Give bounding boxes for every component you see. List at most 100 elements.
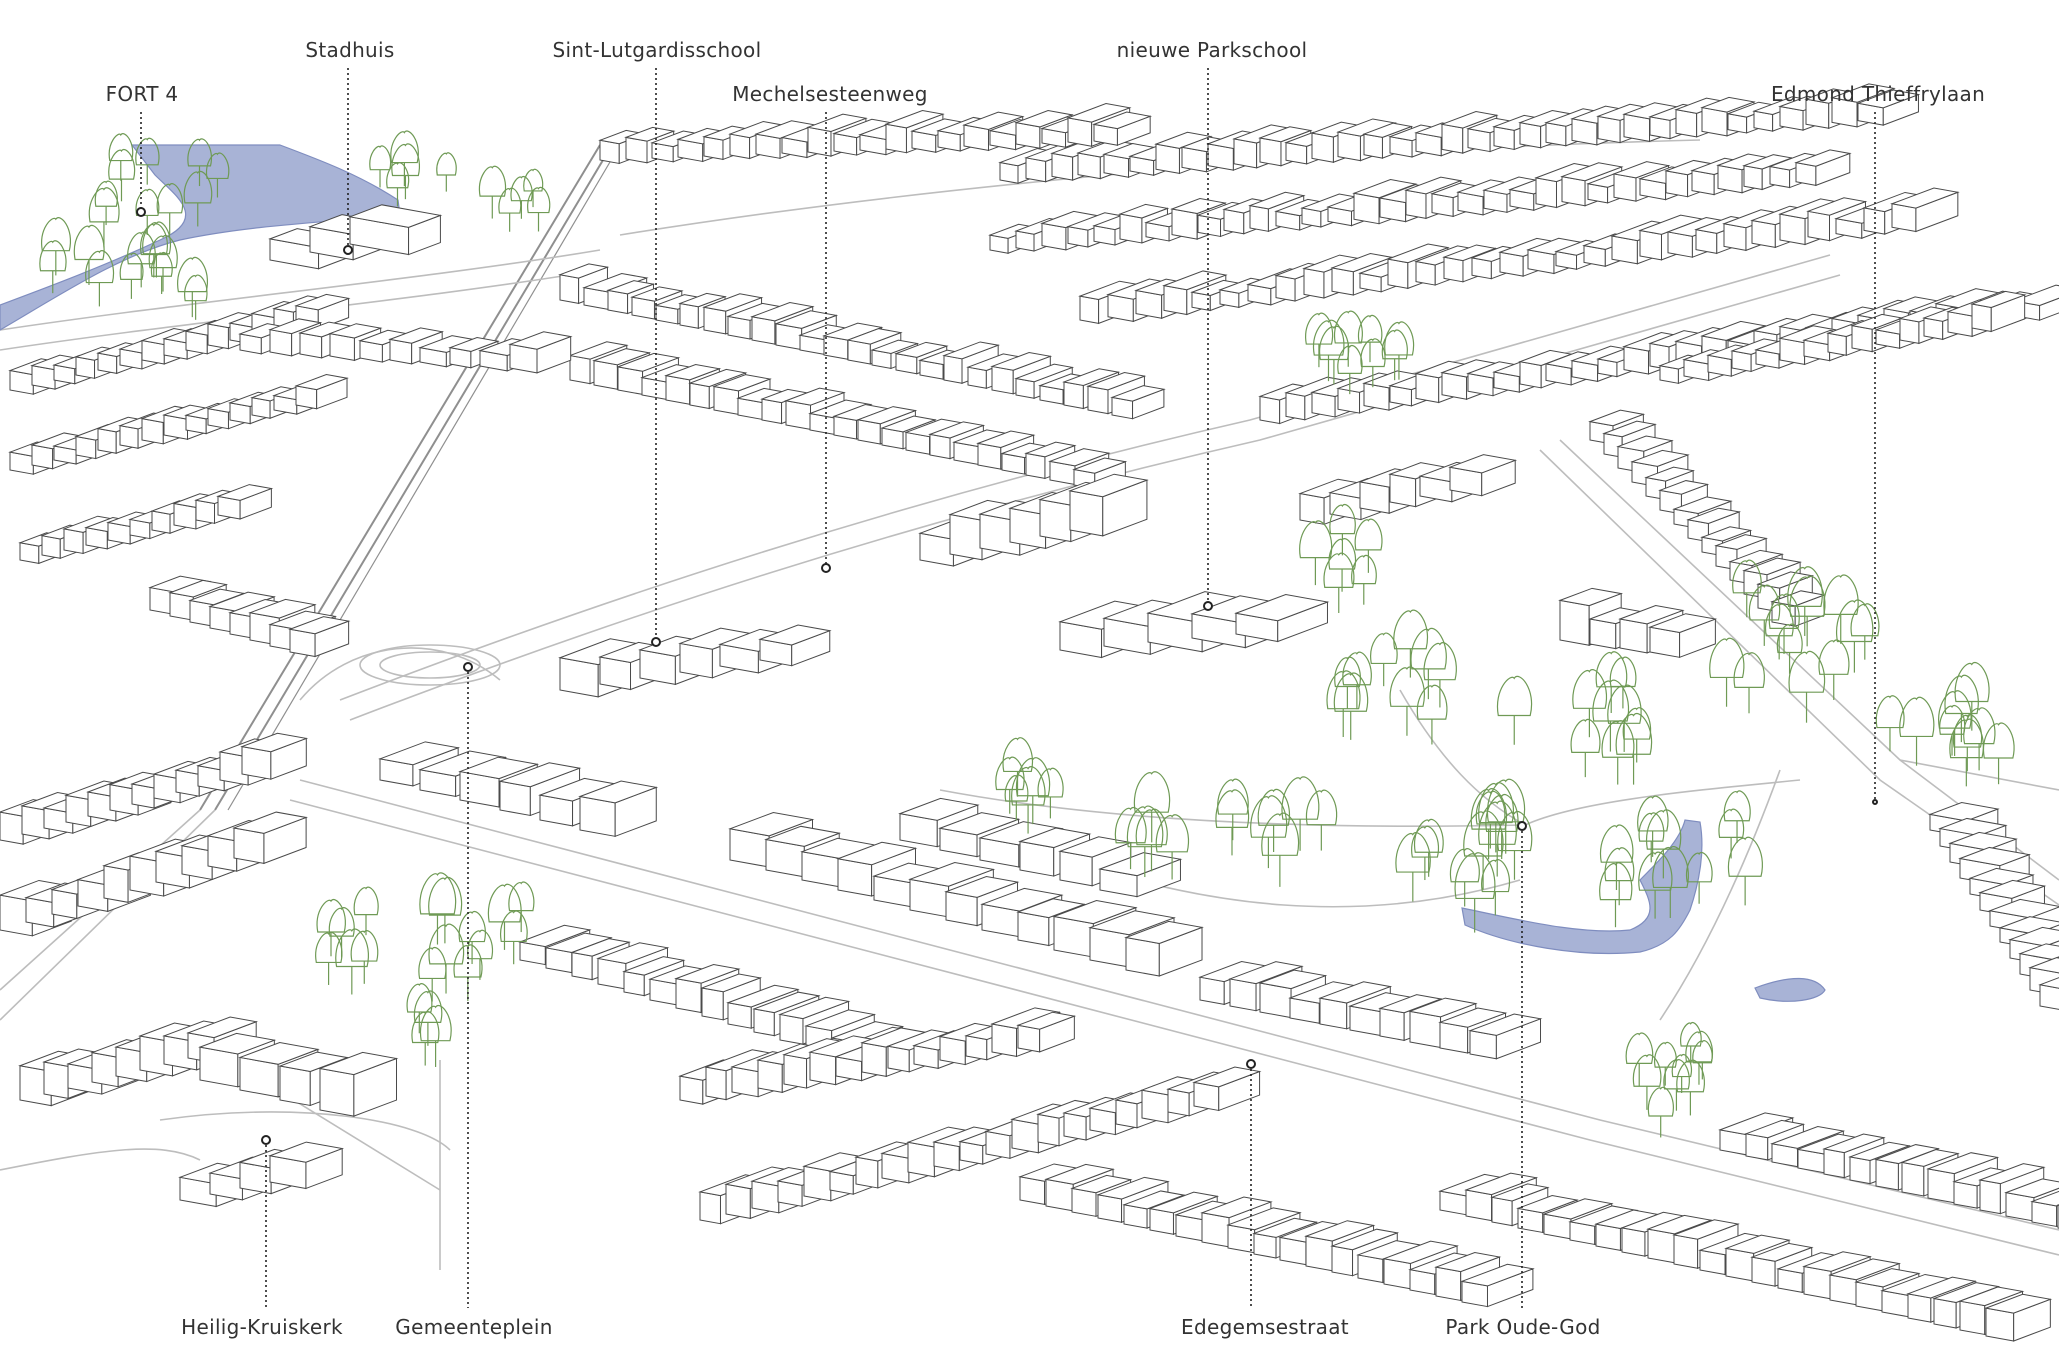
tree-icon	[1601, 720, 1635, 785]
building-face	[674, 963, 741, 984]
tree-icon	[1963, 707, 1996, 771]
building-face	[675, 978, 702, 1014]
tree-icon	[1329, 503, 1356, 556]
tree-icon	[85, 250, 115, 307]
building-face	[559, 274, 580, 304]
building-face	[1233, 138, 1258, 169]
tree-icon	[315, 931, 343, 985]
building-face	[1039, 498, 1072, 543]
building-face	[949, 513, 983, 561]
building-face	[1226, 1207, 1302, 1231]
building-face	[248, 598, 317, 619]
building-face	[1072, 457, 1128, 474]
building-face	[1405, 189, 1427, 219]
building-face	[1378, 994, 1443, 1014]
building-face	[1259, 137, 1282, 167]
label-heilig-kruiskerk: Heilig-Kruiskerk	[181, 1315, 343, 1339]
building-face	[1248, 191, 1306, 210]
building-face	[855, 1156, 879, 1189]
building-face	[938, 812, 1021, 836]
tree-icon	[108, 133, 134, 181]
building-face	[1890, 187, 1960, 209]
building-face	[1803, 1265, 1832, 1300]
building-face	[1092, 111, 1153, 130]
building-face	[1025, 157, 1047, 183]
building-face	[1275, 274, 1296, 302]
label-edmond-thieffrylaan: Edmond Thieffrylaan	[1770, 82, 1986, 106]
tree-icon	[1982, 722, 2015, 785]
building-face	[1490, 1183, 1550, 1202]
tree-icon	[177, 256, 209, 318]
building-face	[1970, 290, 2027, 309]
tree-icon	[419, 872, 457, 945]
building-face	[328, 323, 383, 339]
label-fort4: FORT 4	[105, 82, 179, 106]
building-face	[1639, 229, 1662, 261]
building-face	[990, 1007, 1062, 1029]
building-face	[688, 368, 748, 388]
building-face	[1700, 320, 1767, 341]
building-face	[1389, 473, 1417, 508]
building-face	[1155, 143, 1180, 175]
building-face	[804, 1009, 877, 1032]
building-face	[1802, 1251, 1872, 1272]
building-face	[1110, 385, 1166, 402]
tree-icon	[148, 234, 178, 292]
building-face	[1616, 435, 1674, 452]
building-face	[1045, 1178, 1074, 1212]
tree-icon	[1663, 1059, 1690, 1111]
tree-icon	[1449, 848, 1480, 907]
building-face	[1978, 1163, 2046, 1185]
tree-icon	[328, 907, 355, 958]
building-face	[1200, 1196, 1273, 1219]
tree-icon	[390, 130, 419, 187]
building-face	[319, 1067, 355, 1117]
building-face	[751, 1180, 780, 1214]
building-face	[1259, 395, 1281, 425]
building-face	[378, 741, 461, 766]
building-face	[1854, 1268, 1921, 1288]
building-face	[779, 1013, 804, 1045]
tree-icon	[1133, 771, 1171, 843]
building-face	[1017, 1024, 1041, 1053]
building-face	[944, 876, 1020, 898]
building-face	[623, 970, 645, 997]
building-face	[1162, 270, 1228, 291]
building-face	[1442, 244, 1498, 262]
building-face	[1148, 1191, 1220, 1214]
tree-icon	[1486, 778, 1526, 854]
building-face	[2018, 943, 2059, 960]
building-face	[712, 374, 772, 392]
building-face	[1700, 526, 1753, 542]
building-face	[1828, 1258, 1902, 1281]
tree-icon	[1685, 1030, 1714, 1085]
building-face	[498, 762, 582, 788]
building-face	[232, 811, 308, 834]
tree-icon	[127, 231, 156, 288]
building-face	[2030, 1190, 2059, 1207]
building-face	[2004, 1178, 2059, 1199]
tree-icon	[1416, 684, 1448, 745]
tree-icon	[41, 217, 72, 276]
tree-icon	[1723, 790, 1751, 843]
building-face	[1063, 1112, 1087, 1141]
building-face	[1024, 441, 1077, 458]
building-face	[751, 316, 776, 345]
tree-icon	[478, 165, 507, 219]
building-face	[726, 984, 800, 1008]
tree-icon	[1389, 666, 1425, 736]
building-face	[544, 932, 613, 953]
building-face	[1519, 122, 1542, 149]
building-face	[990, 351, 1053, 371]
building-face	[558, 263, 610, 279]
dot-heilig-kruiskerk	[261, 1135, 271, 1145]
tree-icon	[1354, 518, 1383, 573]
building-face	[1743, 165, 1763, 191]
building-face	[571, 951, 593, 981]
building-face	[1382, 1240, 1459, 1264]
building-face	[1167, 1088, 1190, 1117]
building-face	[1619, 618, 1648, 654]
building-face	[207, 835, 238, 872]
building-face	[103, 865, 129, 903]
tree-icon	[183, 170, 213, 227]
